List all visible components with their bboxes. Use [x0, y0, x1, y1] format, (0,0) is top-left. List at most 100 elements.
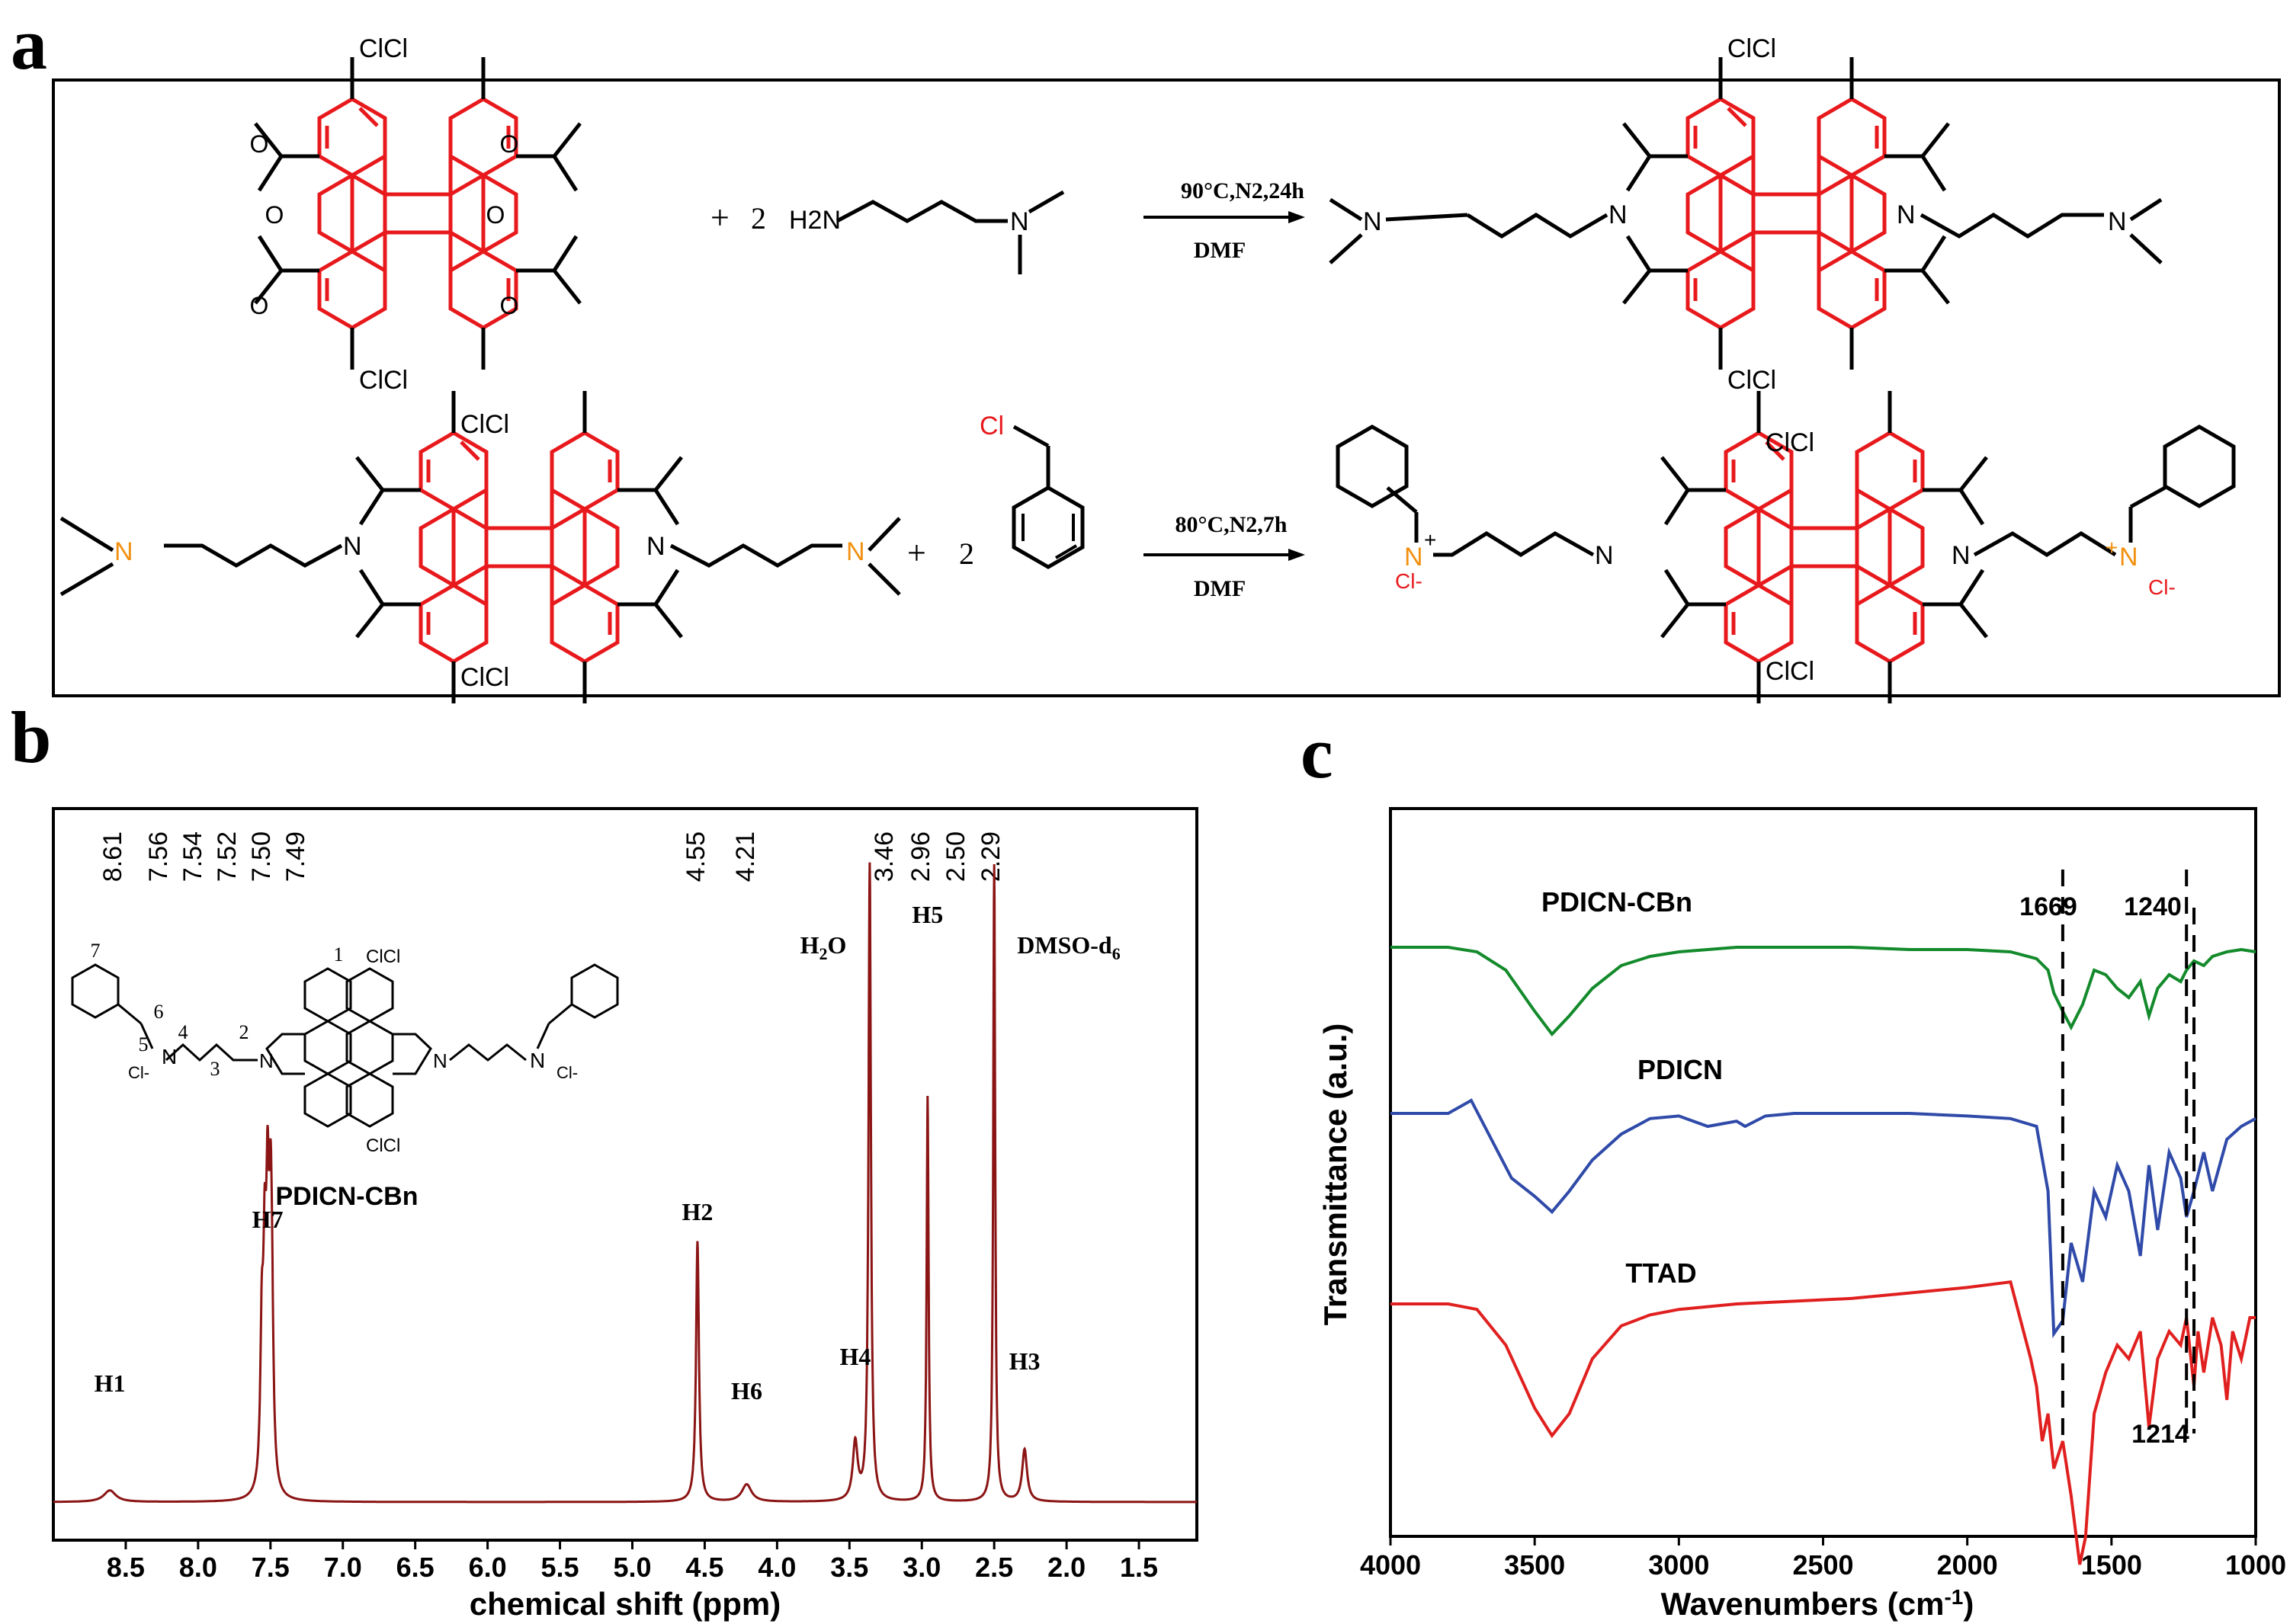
svg-text:Cl-: Cl- — [556, 1063, 578, 1082]
ir-series-label: PDICN-CBn — [1541, 886, 1692, 918]
nmr-series-line — [53, 862, 1197, 1504]
scheme-frame — [52, 78, 2281, 697]
svg-text:N: N — [114, 537, 133, 566]
nmr-x-tick-label: 3.5 — [830, 1552, 868, 1583]
chlorine-label: Cl — [980, 412, 1004, 440]
nmr-shift-label: 7.50 — [247, 831, 276, 882]
svg-text:Cl-: Cl- — [128, 1063, 149, 1082]
nmr-peak-label: H1 — [95, 1369, 126, 1397]
svg-text:O: O — [500, 130, 519, 158]
svg-text:N: N — [1363, 207, 1382, 236]
ir-peak-annotation: 1214 — [2131, 1420, 2189, 1449]
svg-text:ClCl: ClCl — [460, 410, 509, 439]
nmr-shift-label: 2.50 — [941, 831, 970, 882]
ir-x-tick-label: 1500 — [2081, 1549, 2142, 1581]
ir-y-axis-label: Transmittance (a.u.) — [1317, 1023, 1353, 1326]
svg-text:N: N — [1897, 200, 1916, 229]
svg-text:ClCl: ClCl — [460, 663, 509, 692]
nmr-peak-label: H3 — [1009, 1347, 1041, 1375]
nmr-shift-label: 4.55 — [682, 831, 710, 882]
nmr-shift-label: 4.21 — [731, 831, 760, 882]
svg-text:Cl-: Cl- — [2148, 575, 2176, 599]
svg-text:N: N — [1608, 200, 1628, 229]
nmr-shift-label: 3.46 — [870, 831, 899, 882]
ir-x-tick-label: 2500 — [1792, 1549, 1853, 1581]
nmr-peak-label: H4 — [839, 1343, 871, 1370]
atom-label-clcl: ClCl — [359, 34, 408, 63]
svg-text:O: O — [500, 292, 519, 319]
plus-sign: + — [710, 199, 730, 236]
reagent-coefficient-2: 2 — [959, 537, 974, 571]
ir-x-tick-label: 4000 — [1360, 1549, 1421, 1581]
panel-label-a: a — [11, 3, 47, 85]
ir-x-tick-label: 1000 — [2225, 1549, 2286, 1581]
svg-text:+: + — [1424, 528, 1436, 552]
svg-text:3: 3 — [210, 1058, 220, 1080]
ir-x-tick-label: 3500 — [1504, 1549, 1565, 1581]
structure-name: PDICN-CBn — [276, 1182, 419, 1211]
svg-text:N: N — [1404, 543, 1423, 572]
svg-text:6: 6 — [154, 1001, 164, 1023]
nmr-shift-label: 8.61 — [98, 831, 127, 882]
nmr-x-tick-label: 6.0 — [469, 1552, 507, 1583]
svg-text:2: 2 — [239, 1021, 249, 1043]
nmr-shift-label: 7.52 — [213, 831, 242, 882]
svg-text:N: N — [1595, 541, 1614, 570]
ir-series-label: PDICN — [1637, 1054, 1723, 1085]
nmr-shift-label: 7.54 — [178, 831, 207, 882]
panel-label-c: c — [1301, 712, 1333, 793]
nmr-plot-frame — [52, 807, 1198, 1542]
nmr-x-tick-label: 5.0 — [613, 1552, 651, 1583]
nmr-x-tick-label: 8.5 — [107, 1552, 145, 1583]
ir-peak-annotation: 1240 — [2124, 892, 2182, 921]
reagent-coefficient: 2 — [751, 201, 766, 235]
nmr-x-tick-label: 4.0 — [758, 1552, 796, 1583]
conditions-2: 80°C,N2,7h — [1175, 512, 1287, 537]
svg-text:ClCl: ClCl — [1766, 657, 1814, 686]
svg-text:O: O — [486, 201, 505, 229]
nmr-peak-label: H6 — [731, 1377, 762, 1405]
nmr-x-tick-label: 3.0 — [903, 1552, 941, 1583]
svg-text:N: N — [846, 537, 865, 566]
svg-text:ClCl: ClCl — [1727, 366, 1776, 395]
nmr-x-axis-label: chemical shift (ppm) — [470, 1586, 781, 1622]
svg-text:N: N — [343, 532, 362, 561]
svg-text:O: O — [250, 130, 269, 158]
water-label: H2O — [800, 931, 847, 963]
svg-text:N: N — [646, 532, 666, 561]
nmr-peak-label: H5 — [912, 901, 943, 928]
nmr-x-tick-label: 1.5 — [1120, 1552, 1158, 1583]
svg-text:N: N — [1010, 207, 1029, 236]
svg-text:N: N — [1952, 541, 1971, 570]
ir-x-tick-label: 3000 — [1648, 1549, 1709, 1581]
svg-text:4: 4 — [178, 1021, 188, 1043]
svg-text:N: N — [162, 1045, 177, 1068]
nmr-x-tick-label: 2.0 — [1047, 1552, 1086, 1583]
nmr-peak-label: H7 — [252, 1206, 284, 1233]
svg-text:1: 1 — [334, 943, 344, 966]
svg-text:ClCl: ClCl — [1766, 428, 1814, 457]
nmr-inset-structure — [71, 963, 619, 1128]
svg-text:Cl-: Cl- — [1395, 569, 1422, 593]
plus-sign-2: + — [907, 534, 926, 572]
svg-text:ClCl: ClCl — [1727, 34, 1776, 63]
svg-text:ClCl: ClCl — [366, 1136, 400, 1156]
ir-series-line — [1390, 1098, 2256, 1339]
nmr-shift-label: 2.96 — [906, 831, 935, 882]
svg-text:N: N — [433, 1049, 447, 1072]
svg-text:7: 7 — [91, 940, 101, 962]
ir-x-axis-label: Wavenumbers (cm-1) — [1661, 1585, 1974, 1622]
svg-text:+: + — [2106, 536, 2118, 559]
svg-text:O: O — [250, 292, 269, 319]
amine-label: H2N — [789, 206, 841, 235]
svg-text:O: O — [265, 201, 284, 229]
solvent-2: DMF — [1194, 576, 1246, 601]
dmso-label: DMSO-d6 — [1017, 931, 1120, 963]
atom-label-clcl: ClCl — [359, 366, 408, 395]
svg-text:5: 5 — [139, 1033, 149, 1055]
solvent-1: DMF — [1194, 238, 1246, 263]
nmr-shift-label: 7.56 — [144, 831, 173, 882]
panel-label-b: b — [11, 697, 52, 778]
